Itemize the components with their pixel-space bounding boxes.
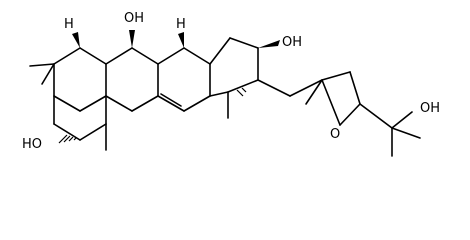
double-bond <box>160 93 182 107</box>
side-chain <box>257 71 421 157</box>
molecule-svg: OH H H OH HO O OH <box>22 11 440 157</box>
ring-d <box>209 37 259 97</box>
label-oh-top: OH <box>124 11 144 26</box>
ring-a-lower <box>53 95 107 141</box>
wedge-h-left <box>72 32 80 48</box>
ring-c <box>157 47 211 112</box>
gem-dimethyl <box>29 63 55 85</box>
ring-a <box>53 47 107 112</box>
label-ho-left: HO <box>22 137 42 152</box>
structure-diagram: OH H H OH HO O OH <box>22 11 440 157</box>
label-h-mid: H <box>176 17 186 32</box>
label-o-ring: O <box>330 127 340 142</box>
angular-methyls <box>105 91 229 151</box>
stereo-hashes <box>58 87 247 144</box>
ring-b <box>105 47 159 112</box>
label-oh-right: OH <box>282 35 302 50</box>
wedge-h-mid <box>178 32 184 48</box>
stereo-wedges <box>72 30 280 48</box>
label-h-left: H <box>64 17 74 32</box>
wedge-oh-top <box>129 30 135 48</box>
label-oh-tail: OH <box>420 101 440 116</box>
wedge-oh-right <box>258 40 280 48</box>
